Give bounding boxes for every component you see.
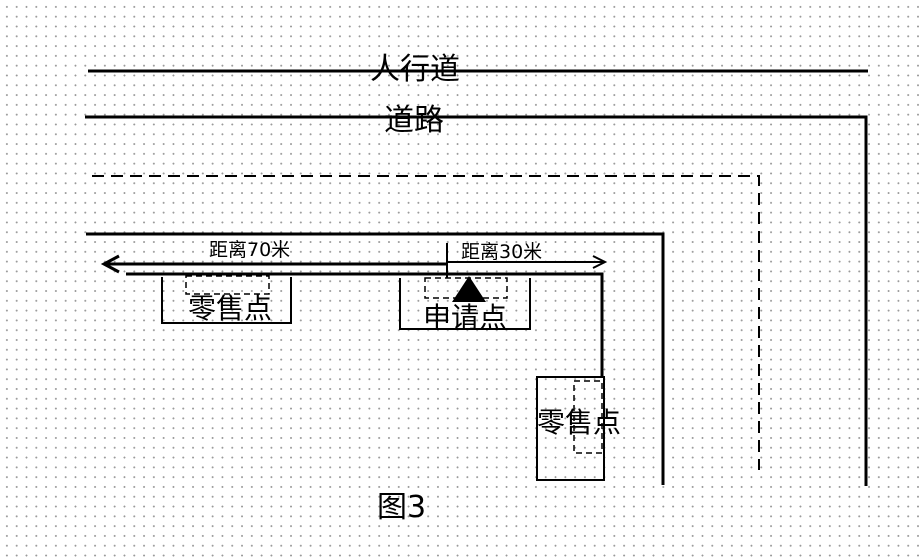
retail-bottom-label: 零售点 xyxy=(537,406,621,439)
building-inner-line xyxy=(126,272,604,378)
dashed-boundary xyxy=(92,175,760,470)
road-boundary xyxy=(85,115,868,486)
sidewalk-label: 人行道 xyxy=(370,52,460,87)
retail-bottom-dashed-outline xyxy=(573,380,603,454)
applicant-box xyxy=(399,278,531,330)
retail-left-dashed-outline xyxy=(185,275,270,295)
distance-left-label: 距离70米 xyxy=(209,239,290,261)
retail-left-box xyxy=(161,277,292,324)
road-label: 道路 xyxy=(384,103,444,138)
arrow-left-icon xyxy=(100,254,120,274)
arrow-right-icon xyxy=(592,255,608,269)
figure-caption: 图3 xyxy=(377,490,426,525)
retail-bottom-box xyxy=(536,376,605,481)
building-outer-line xyxy=(86,232,665,485)
triangle-up-icon xyxy=(452,276,486,302)
applicant-label: 申请点 xyxy=(423,301,507,334)
retail-left-label: 零售点 xyxy=(188,292,272,325)
distance-right-label: 距离30米 xyxy=(461,241,542,263)
